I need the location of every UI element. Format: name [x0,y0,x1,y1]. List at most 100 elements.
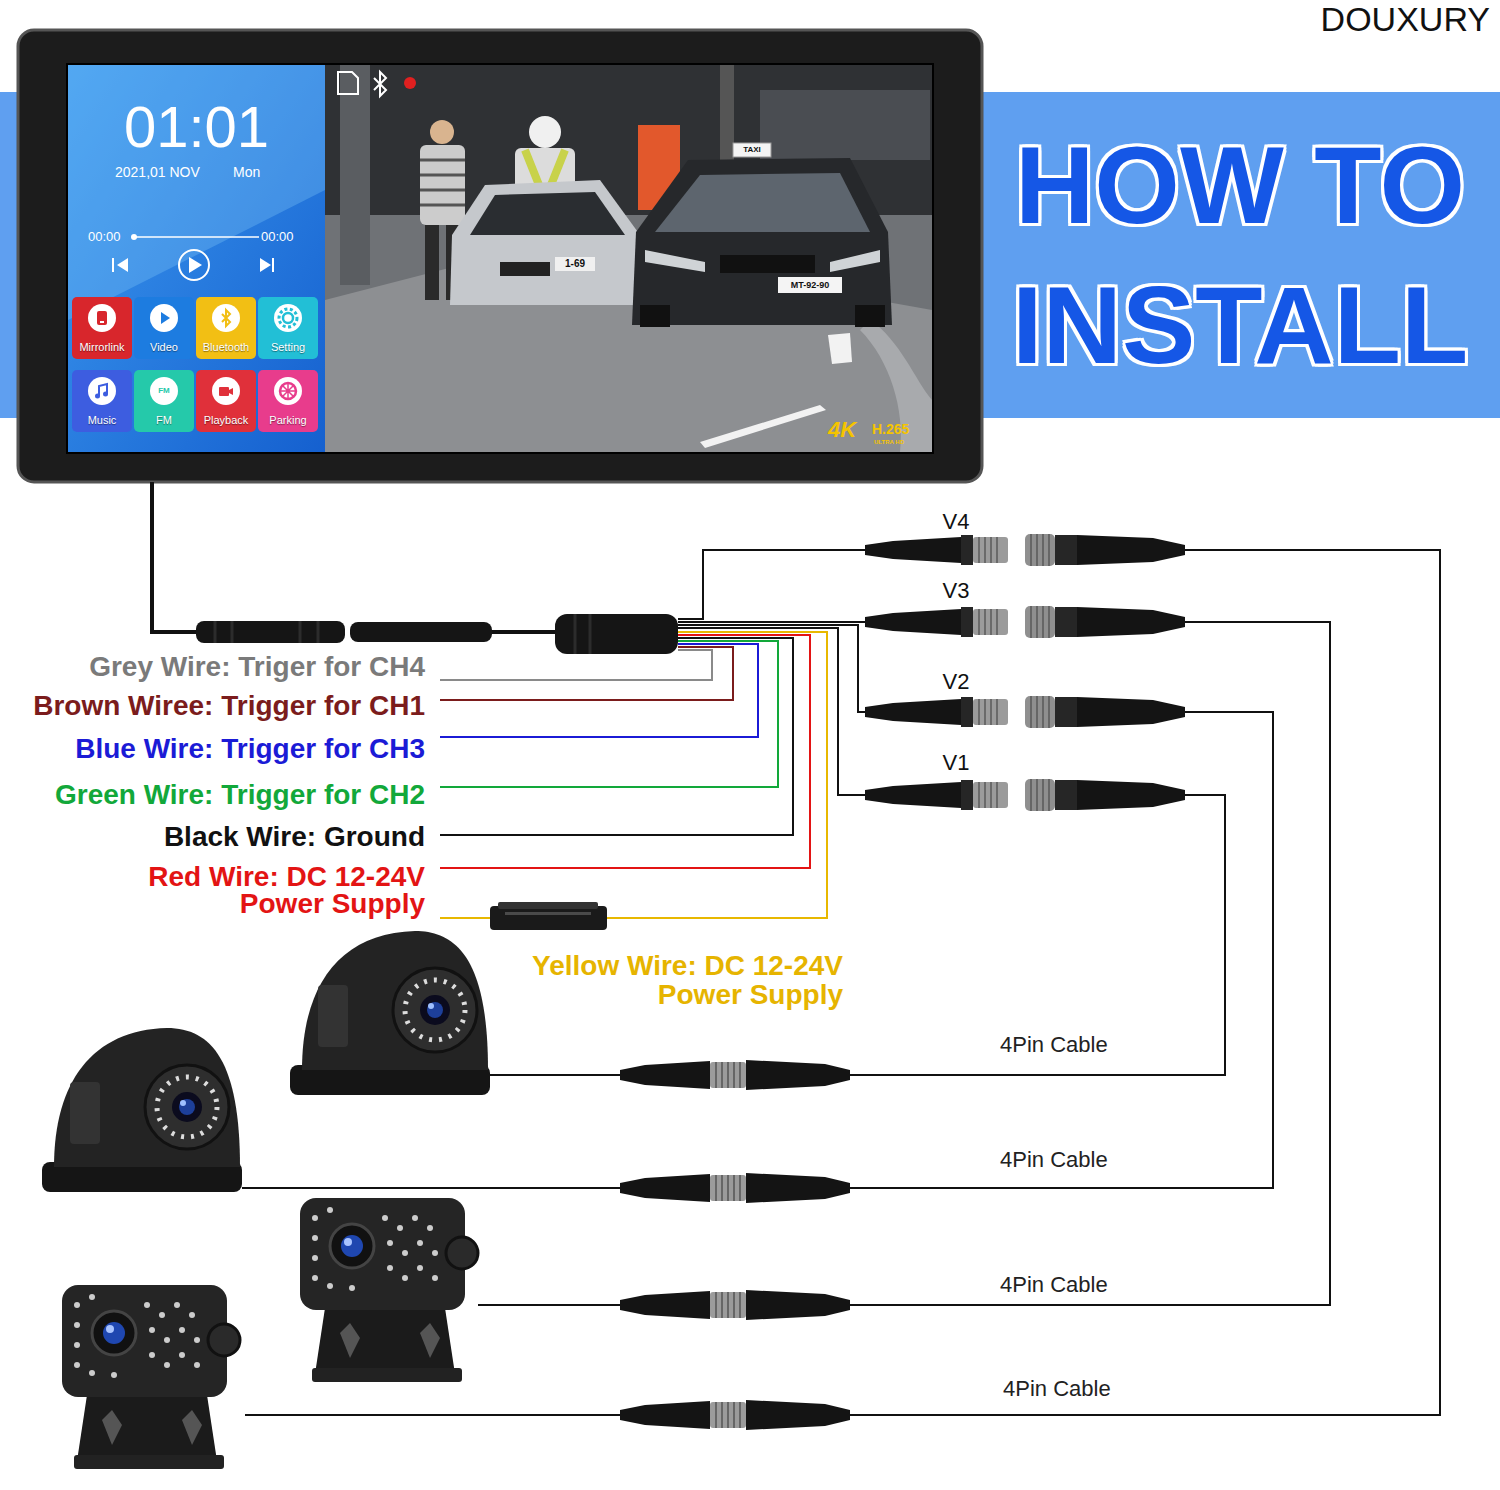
wire-label: Blue Wire: Trigger for CH3 [75,732,425,766]
menu-panel [189,257,202,273]
channel-connectors [865,607,1008,637]
cable-connectors [620,1290,850,1320]
camera-view-photo [640,305,670,327]
camera-cables [850,550,1440,1415]
codec-badge: H.265 [872,420,909,438]
camera-view-photo [325,65,932,452]
monitor-cable [492,630,555,634]
badge-note: ULTRA HD [874,438,904,446]
camera-view-photo [500,262,550,276]
cable-connectors [620,1060,850,1090]
camera-view-photo [430,120,454,144]
monitor-cable [575,614,590,654]
wire-label: Black Wire: Ground [164,820,425,854]
channel-connectors [865,534,1185,811]
cameras [300,1198,478,1382]
camera-view-photo [374,72,386,96]
app-icon [280,383,296,399]
menu-panel [68,65,325,320]
cameras [42,931,490,1469]
app-icon [88,304,116,332]
camera-view-photo [470,192,625,235]
monitor [66,63,934,454]
camera-view-photo [828,333,852,364]
app-icon [212,304,240,332]
camera-view-photo [450,180,640,305]
camera-view-photo [555,257,595,271]
app-icon [99,384,107,396]
brand-watermark: DOUXURY [1321,0,1490,38]
channel-connectors [1025,696,1185,728]
video-wires [678,621,865,623]
fuse-holder [505,912,591,915]
monitor-cable [350,622,492,642]
camera-view-photo [420,160,465,205]
app-tile: Playback [196,370,256,432]
camera-view-photo [338,72,358,94]
camera-view-photo [733,143,771,157]
title-heading: HOW TO INSTALL [990,115,1490,395]
menu-panel [179,250,209,280]
plate-number: 1-69 [555,257,595,271]
app-label: Bluetooth [196,339,256,355]
monitor-cable [215,621,318,643]
clock-date: 2021,01 NOV [115,163,200,181]
camera-cables [490,1074,620,1076]
app-label: Mirrorlink [72,339,132,355]
app-icon [103,392,108,397]
channel-connectors [1025,534,1185,566]
menu-panel [131,234,137,240]
channel-connectors [865,535,1008,565]
app-icon [150,304,178,332]
monitor-cable [152,482,196,632]
app-label: Parking [258,412,318,428]
clock-day: Mon [233,163,260,181]
trigger-wires [440,647,733,700]
clock-time: 01:01 [68,95,325,159]
camera-view-photo [700,405,826,448]
app-icon [211,303,241,333]
menu-panel [260,258,271,272]
taxi-sign: TAXI [733,144,771,156]
camera-view-photo [778,277,842,293]
menu-panel [272,258,274,272]
app-icon [219,387,229,396]
cable-connectors [620,1400,850,1430]
app-tile: Video [134,297,194,359]
monitor [18,30,982,482]
app-icon [97,311,107,325]
cable-label: 4Pin Cable [1003,1376,1111,1402]
camera-cables [850,795,1225,1075]
channel-label: V2 [936,669,976,695]
app-label: Playback [196,412,256,428]
camera-view-photo [325,65,932,452]
cameras [42,1028,242,1192]
wire-label: Red Wire: DC 12-24V Power Supply [115,863,425,917]
trigger-wires [440,641,778,787]
camera-cables [245,1414,620,1416]
menu-panel [68,65,325,452]
track-time: 00:00 [261,229,294,245]
camera-cables [242,1187,620,1189]
app-icon [211,376,241,406]
trigger-wires [440,917,490,919]
wire-label: Yellow Wire: DC 12-24V Power Supply [503,951,843,1009]
app-icon [88,377,116,405]
app-icon [222,310,230,326]
camera-view-photo [529,116,561,148]
camera-view-photo [760,90,930,160]
app-tile: Music [72,370,132,432]
camera-view-photo [404,77,416,89]
menu-panel [112,258,114,272]
camera-cables [478,1304,620,1306]
app-icon [149,303,179,333]
track-time: 00:00 [88,229,121,245]
camera-view-photo [855,305,885,327]
camera-view-photo [340,65,370,285]
video-wires [678,550,865,619]
app-icon [95,394,100,399]
cable-label: 4Pin Cable [1000,1032,1108,1058]
cable-label: 4Pin Cable [1000,1272,1108,1298]
monitor-menu: 01:01 2021,01 NOV Mon 00:00 00:00MirrorlinkV… [68,65,325,452]
